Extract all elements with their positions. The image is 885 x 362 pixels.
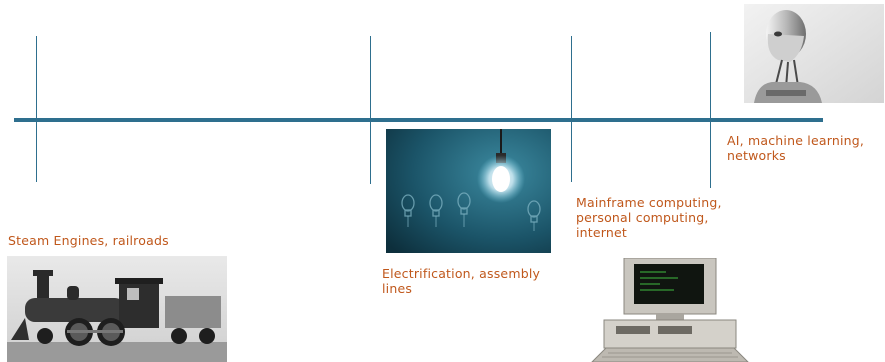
era-label-ai: AI, machine learning, networks bbox=[727, 133, 865, 163]
era-label-electrification: Electrification, assembly lines bbox=[382, 266, 541, 296]
robot-head-photo bbox=[744, 4, 884, 103]
era-label-steam: Steam Engines, railroads bbox=[8, 233, 169, 248]
light-bulbs-photo bbox=[386, 129, 551, 253]
timeline-axis bbox=[14, 118, 823, 122]
timeline-tick-electrification bbox=[370, 36, 371, 184]
personal-computer-photo bbox=[586, 258, 754, 362]
timeline-tick-steam bbox=[36, 36, 37, 182]
steam-locomotive-photo bbox=[7, 256, 227, 362]
era-label-computing: Mainframe computing, personal computing,… bbox=[576, 195, 722, 240]
timeline-tick-computing bbox=[571, 36, 572, 182]
timeline-tick-ai bbox=[710, 32, 711, 188]
